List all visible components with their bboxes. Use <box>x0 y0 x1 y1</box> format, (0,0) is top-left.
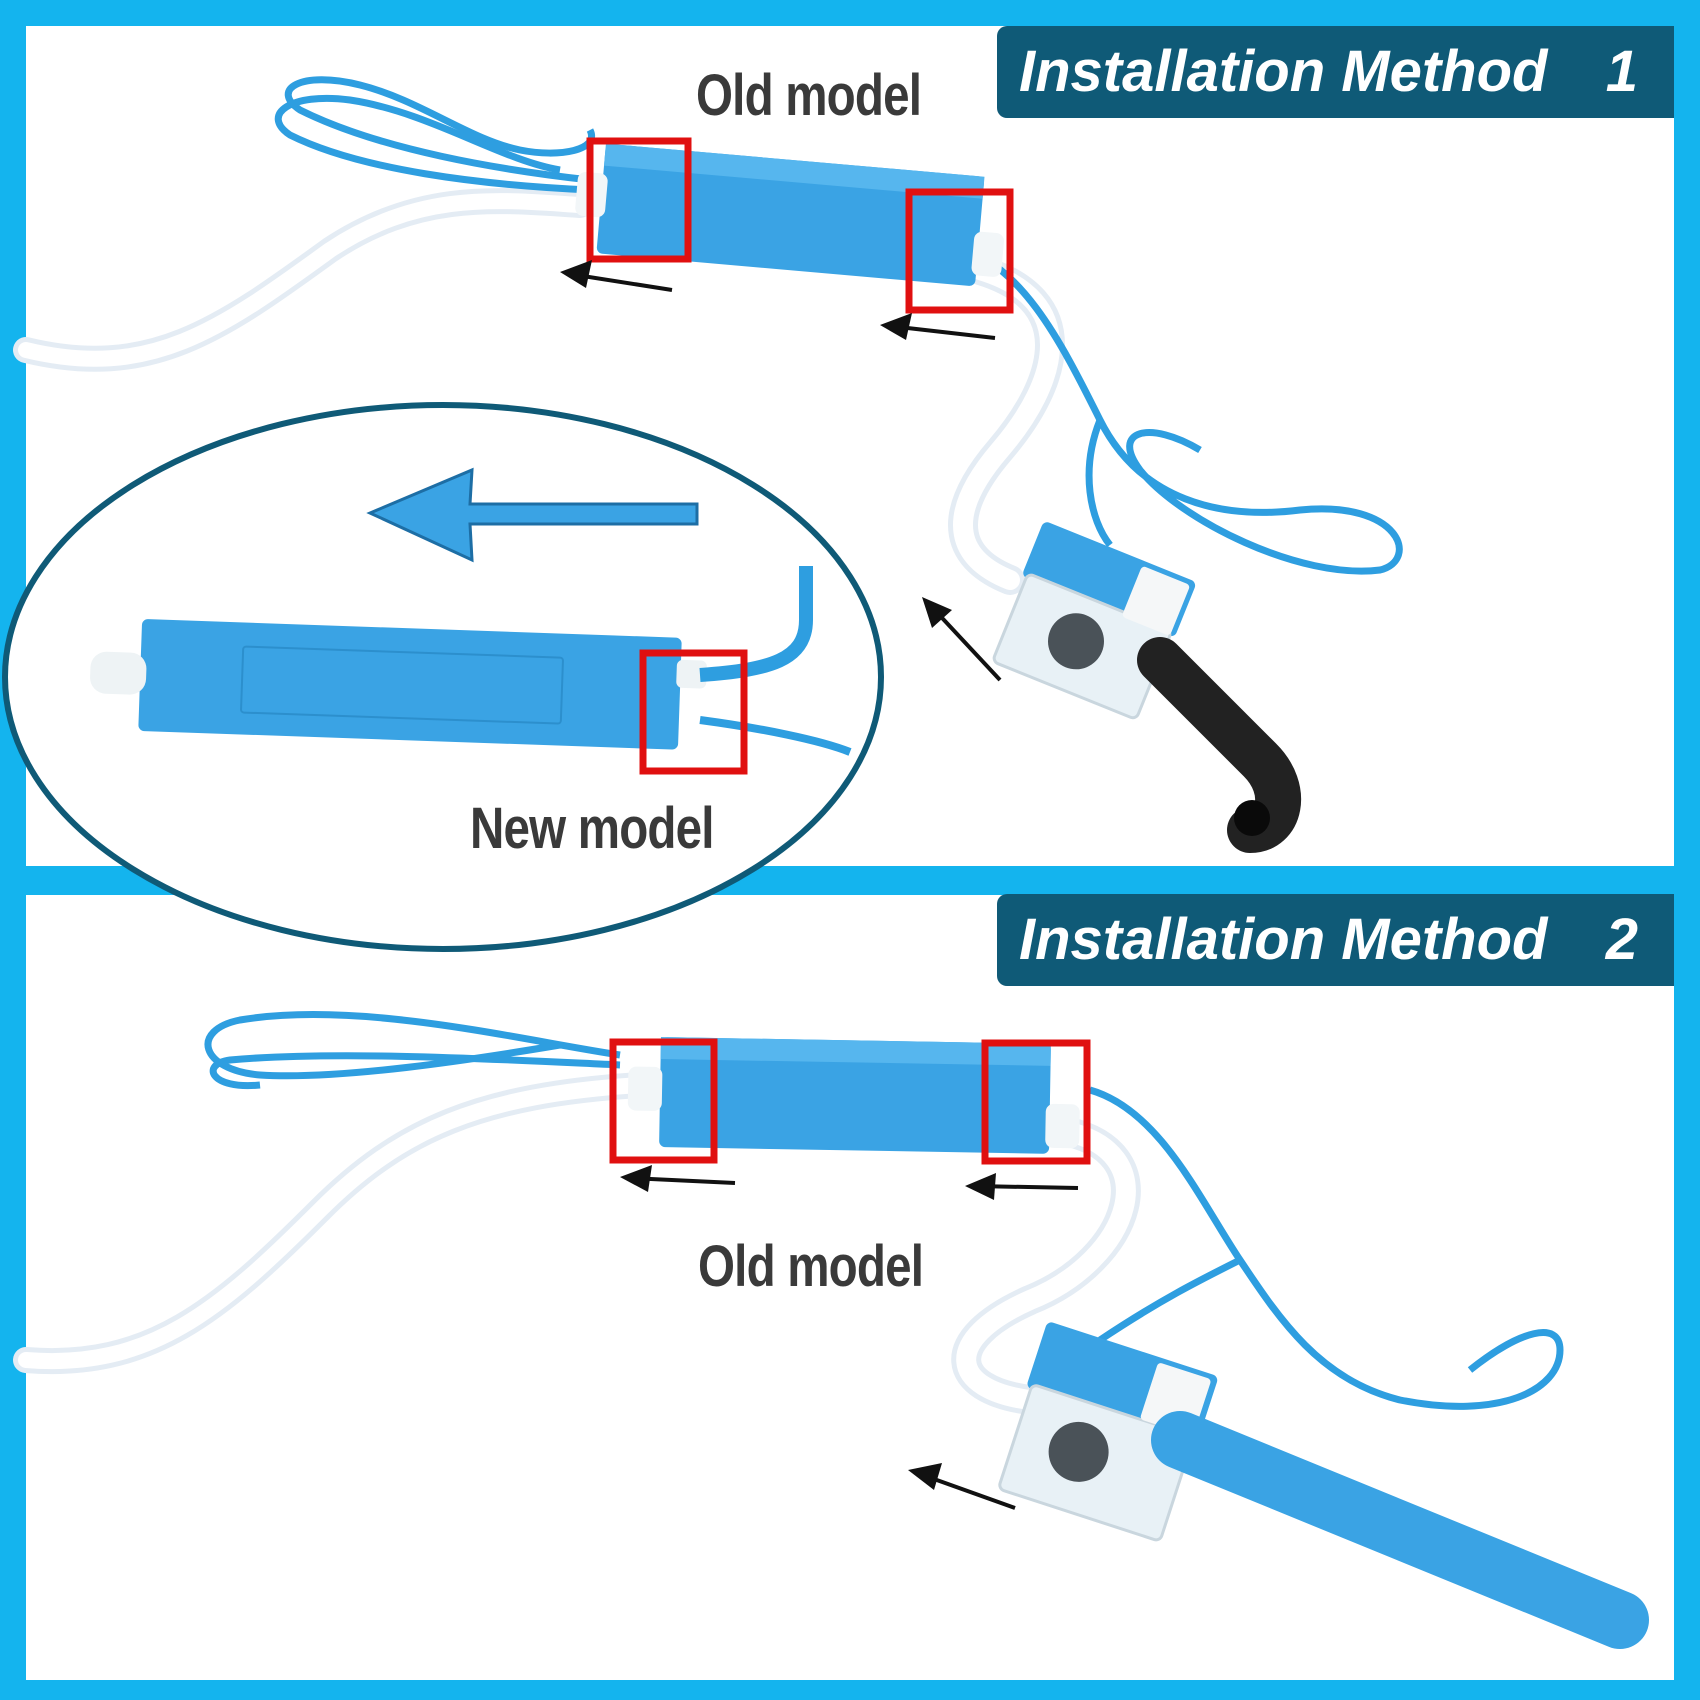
direction-arrows-top <box>560 260 1002 682</box>
new-pump <box>90 619 707 750</box>
method-2-banner: Installation Method 2 <box>997 894 1674 986</box>
highlight-box-old-top-left <box>586 137 692 263</box>
method-1-title: Installation Method <box>1019 39 1548 104</box>
method-1-banner: Installation Method 1 <box>997 26 1674 118</box>
flow-direction-arrow <box>366 467 699 563</box>
straight-hose-bottom <box>1151 1411 1649 1649</box>
highlight-box-old-bottom-left <box>609 1038 718 1164</box>
old-pump-bottom <box>627 1037 1080 1154</box>
highlight-box-new <box>639 649 748 775</box>
new-model-label: New model <box>470 796 715 861</box>
method-1-number: 1 <box>1605 39 1638 104</box>
old-model-label-top: Old model <box>696 63 922 128</box>
reservoir-unit-bottom <box>998 1322 1218 1542</box>
cable-coil-bottom <box>204 1011 1564 1410</box>
highlight-box-old-top-right <box>905 188 1014 314</box>
highlight-box-old-bottom-right <box>981 1039 1091 1165</box>
drain-hose-top <box>13 188 593 372</box>
cable-coil-top <box>274 76 1403 575</box>
method-2-number: 2 <box>1605 907 1638 972</box>
drain-hose-bottom <box>13 1072 653 1375</box>
old-pump-top <box>575 143 1004 286</box>
reservoir-unit-top <box>992 522 1196 720</box>
method-2-title: Installation Method <box>1019 907 1548 972</box>
old-model-label-bottom: Old model <box>698 1234 924 1299</box>
direction-arrows-bottom <box>620 1165 1079 1510</box>
